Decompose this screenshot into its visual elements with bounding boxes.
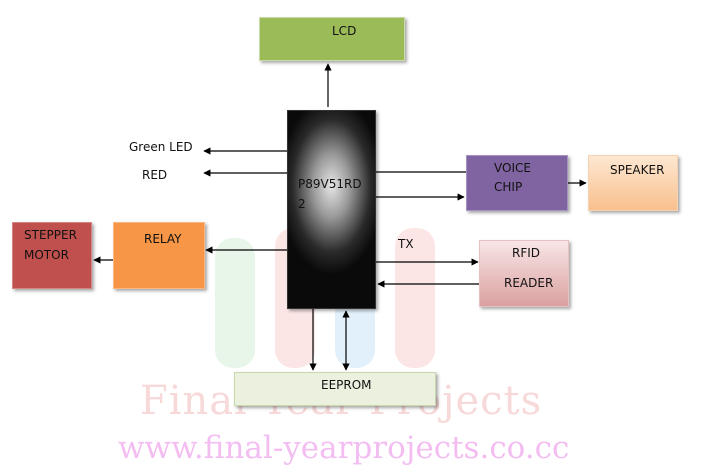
voice-chip-block: VOICE CHIP <box>466 155 568 211</box>
stepper-label-line1: STEPPER <box>24 228 77 242</box>
tx-label: TX <box>398 237 414 251</box>
watermark-url: www.final-yearprojects.co.cc <box>118 430 570 466</box>
eeprom-label: EEPROM <box>321 378 372 392</box>
rfid-label-line2: READER <box>504 276 554 290</box>
relay-block: RELAY <box>113 222 205 289</box>
mcu-label-line2: 2 <box>298 197 306 211</box>
relay-label: RELAY <box>144 232 182 246</box>
speaker-label: SPEAKER <box>610 163 665 177</box>
mcu-label-line1: P89V51RD <box>298 177 362 191</box>
red-led-label: RED <box>142 168 168 182</box>
voice-chip-label-line1: VOICE <box>494 161 531 175</box>
green-led-label: Green LED <box>129 140 193 154</box>
mcu-block: P89V51RD 2 <box>287 110 376 309</box>
stepper-label-line2: MOTOR <box>24 248 69 262</box>
rfid-reader-block: RFID READER <box>479 240 569 307</box>
speaker-block: SPEAKER <box>588 155 678 211</box>
voice-chip-label-line2: CHIP <box>494 180 523 194</box>
lcd-label: LCD <box>332 24 357 38</box>
stepper-motor-block: STEPPER MOTOR <box>12 222 92 289</box>
rfid-label-line1: RFID <box>512 246 541 260</box>
eeprom-block: EEPROM <box>234 372 436 406</box>
lcd-block: LCD <box>259 17 405 61</box>
